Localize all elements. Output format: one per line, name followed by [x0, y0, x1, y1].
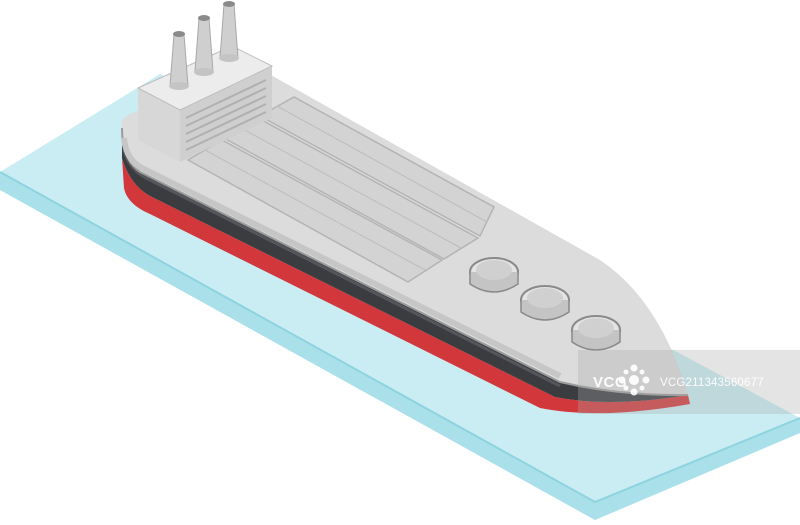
ship-superstructure [136, 1, 274, 162]
watermark-logo: VCG [593, 374, 627, 391]
watermark-id: VCG211343560677 [660, 377, 764, 389]
cargo-hatch-3 [258, 96, 495, 238]
bridge-left-face [138, 88, 180, 162]
bridge-window-lines [185, 79, 267, 151]
water-slab-rim [0, 171, 800, 504]
deck-left-edge-shade [121, 137, 562, 379]
tank-hatch-1 [469, 257, 519, 293]
tank-hatch-2 [520, 285, 570, 321]
tank-hatch-3 [571, 315, 621, 351]
watermark-backdrop [578, 350, 800, 414]
vcg-watermark: VCG VCG211343560677 [578, 350, 800, 414]
ship-deck [121, 66, 689, 397]
smokestack-3 [219, 1, 239, 62]
smokestack-2 [194, 15, 214, 76]
watermark-flower-icon [618, 364, 650, 396]
smokestack-1 [169, 31, 189, 90]
